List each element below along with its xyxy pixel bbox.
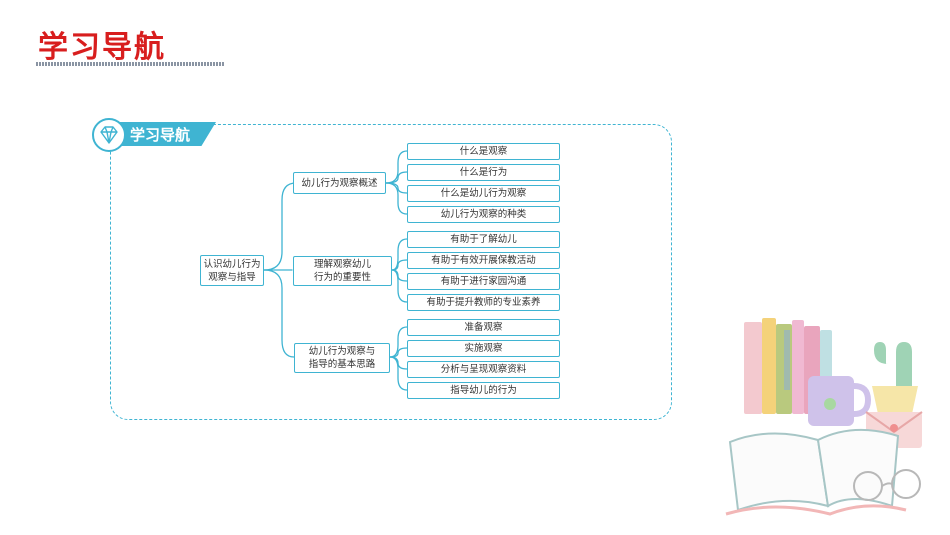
branch-node-line1: 理解观察幼儿 [313,259,371,270]
branch-node-line1: 幼儿行为观察概述 [301,177,378,189]
root-node-line1: 认识幼儿行为 [203,258,261,270]
branch-node: 理解观察幼儿 行为的重要性 [293,256,392,286]
leaf-node: 什么是观察 [407,143,560,160]
nav-badge: 学习导航 [92,118,216,152]
leaf-node: 有助于进行家园沟通 [407,273,560,290]
leaf-node: 什么是行为 [407,164,560,181]
branch-node: 幼儿行为观察与 指导的基本思路 [294,343,390,373]
leaf-node: 准备观察 [407,319,560,336]
badge-label: 学习导航 [130,126,191,144]
root-node: 认识幼儿行为 观察与指导 [200,255,264,286]
leaf-node: 什么是幼儿行为观察 [407,185,560,202]
leaf-node: 有助于提升教师的专业素养 [407,294,560,311]
diamond-icon [100,126,118,144]
leaf-node: 幼儿行为观察的种类 [407,206,560,223]
badge-bar [112,122,216,146]
branch-node-line2: 指导的基本思路 [308,359,376,370]
books-cactus-illustration [725,318,923,516]
badge-circle [92,118,126,152]
navigation-frame [110,124,672,420]
branch-node: 幼儿行为观察概述 [293,172,386,194]
branch-node-line2: 行为的重要性 [313,272,371,283]
root-node-line2: 观察与指导 [208,271,256,283]
leaf-node: 实施观察 [407,340,560,357]
leaf-node: 分析与呈现观察资料 [407,361,560,378]
leaf-node: 指导幼儿的行为 [407,382,560,399]
page-title: 学习导航 [38,30,166,65]
branch-node-line1: 幼儿行为观察与 [308,346,376,357]
leaf-node: 有助于了解幼儿 [407,231,560,248]
leaf-node: 有助于有效开展保教活动 [407,252,560,269]
title-underline [36,62,224,66]
